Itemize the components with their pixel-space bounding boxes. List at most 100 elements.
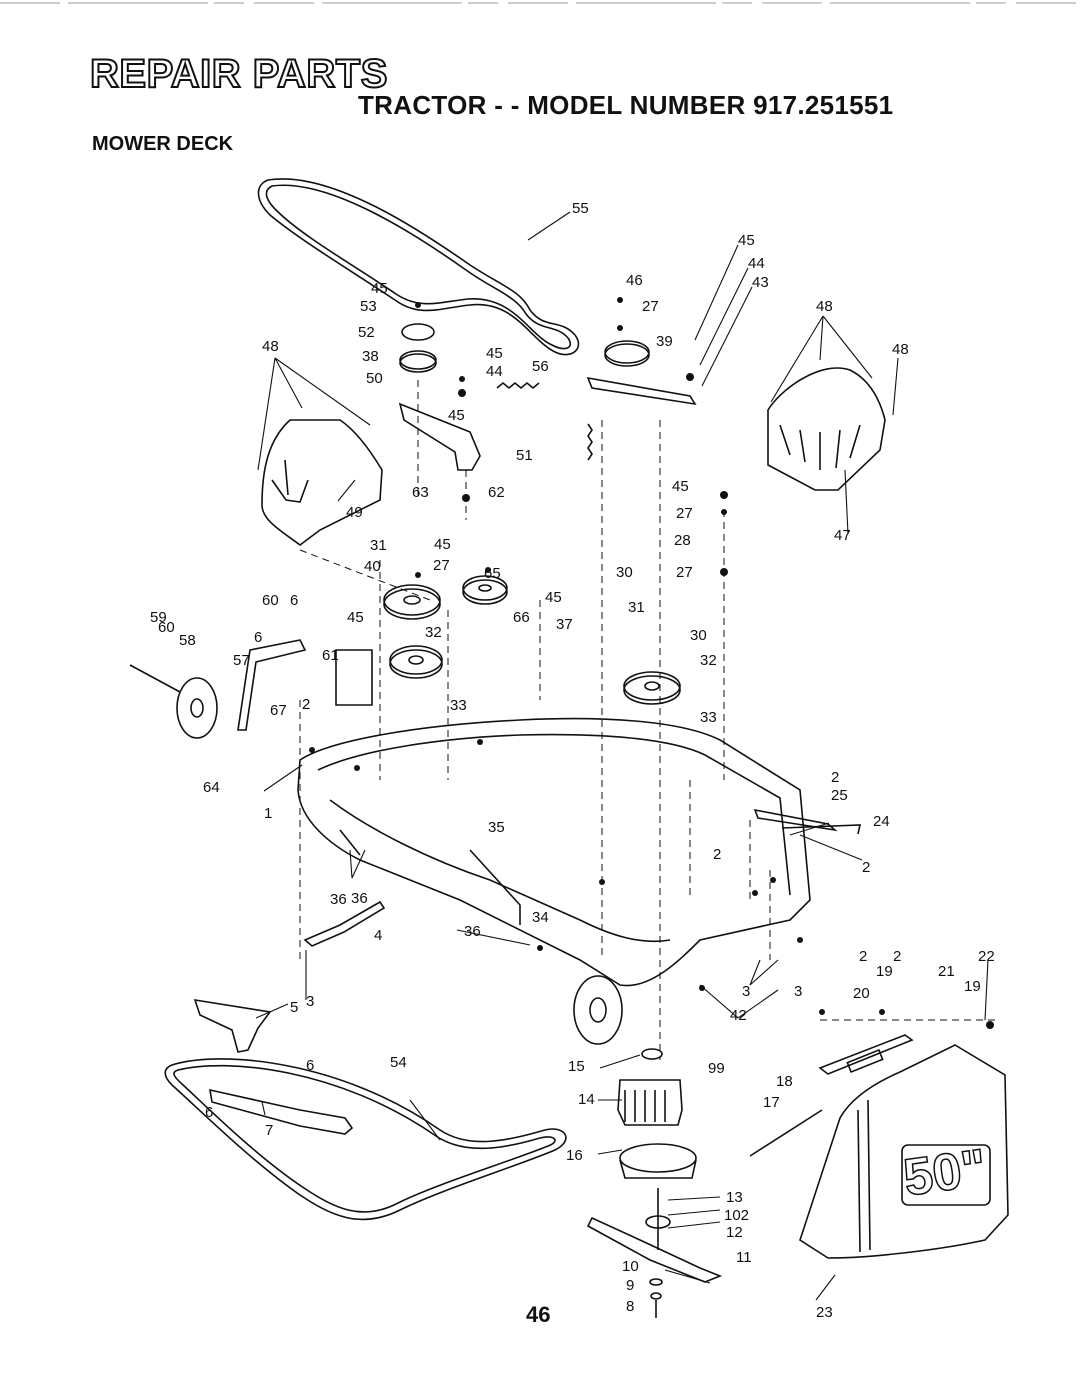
belt-guard-49 xyxy=(261,419,383,546)
callout-8: 8 xyxy=(626,1298,634,1315)
callout-43: 43 xyxy=(752,274,769,291)
callout-15: 15 xyxy=(568,1058,585,1075)
callout-40: 40 xyxy=(364,558,381,575)
callout-17: 17 xyxy=(763,1094,780,1111)
blade-11 xyxy=(586,1216,723,1283)
callout-99: 99 xyxy=(708,1060,725,1077)
top-rule xyxy=(0,2,1080,4)
callout-36: 36 xyxy=(464,923,481,940)
callout-44: 44 xyxy=(486,363,503,380)
callout-27: 27 xyxy=(676,505,693,522)
callout-32: 32 xyxy=(700,652,717,669)
gauge-wheel-58 xyxy=(176,677,218,739)
callout-3: 3 xyxy=(794,983,802,1000)
callout-2: 2 xyxy=(862,859,870,876)
callout-51: 51 xyxy=(516,447,533,464)
callout-36: 36 xyxy=(330,891,347,908)
callout-45: 45 xyxy=(434,536,451,553)
callout-27: 27 xyxy=(676,564,693,581)
callout-64: 64 xyxy=(203,779,220,796)
callout-45: 45 xyxy=(486,345,503,362)
callout-59: 59 xyxy=(150,609,167,626)
callout-7: 7 xyxy=(265,1122,273,1139)
callout-2: 2 xyxy=(713,846,721,863)
callout-63: 63 xyxy=(412,484,429,501)
callout-49: 49 xyxy=(346,504,363,521)
callout-60: 60 xyxy=(262,592,279,609)
callout-2: 2 xyxy=(831,769,839,786)
callout-62: 62 xyxy=(488,484,505,501)
callout-27: 27 xyxy=(433,557,450,574)
callout-28: 28 xyxy=(674,532,691,549)
callout-65: 65 xyxy=(484,565,501,582)
callout-45: 45 xyxy=(371,280,388,297)
callout-19: 19 xyxy=(876,963,893,980)
callout-2: 2 xyxy=(859,948,867,965)
callout-45: 45 xyxy=(545,589,562,606)
callout-33: 33 xyxy=(450,697,467,714)
callout-48: 48 xyxy=(892,341,909,358)
callout-48: 48 xyxy=(816,298,833,315)
callout-3: 3 xyxy=(742,983,750,1000)
callout-35: 35 xyxy=(488,819,505,836)
callout-56: 56 xyxy=(532,358,549,375)
callout-102: 102 xyxy=(724,1207,749,1224)
callout-3: 3 xyxy=(306,993,314,1010)
callout-45: 45 xyxy=(448,407,465,424)
callout-25: 25 xyxy=(831,787,848,804)
callout-22: 22 xyxy=(978,948,995,965)
callout-39: 39 xyxy=(656,333,673,350)
callout-60: 60 xyxy=(158,619,175,636)
callout-21: 21 xyxy=(938,963,955,980)
callout-53: 53 xyxy=(360,298,377,315)
callout-9: 9 xyxy=(626,1277,634,1294)
callout-33: 33 xyxy=(700,709,717,726)
callout-1: 1 xyxy=(264,805,272,822)
callout-66: 66 xyxy=(513,609,530,626)
callout-37: 37 xyxy=(556,616,573,633)
callout-38: 38 xyxy=(362,348,379,365)
deck-badge-frame xyxy=(901,1144,991,1206)
callout-45: 45 xyxy=(347,609,364,626)
callout-31: 31 xyxy=(370,537,387,554)
callout-12: 12 xyxy=(726,1224,743,1241)
callout-2: 2 xyxy=(893,948,901,965)
callout-6: 6 xyxy=(306,1057,314,1074)
callout-2: 2 xyxy=(302,696,310,713)
section-title: MOWER DECK xyxy=(92,133,234,155)
callout-32: 32 xyxy=(425,624,442,641)
mandrel-14 xyxy=(617,1079,683,1126)
page-title: REPAIR PARTS xyxy=(89,51,388,97)
callout-5: 5 xyxy=(290,999,298,1016)
callout-18: 18 xyxy=(776,1073,793,1090)
callout-52: 52 xyxy=(358,324,375,341)
belt-55 xyxy=(257,178,580,356)
callout-48: 48 xyxy=(262,338,279,355)
model-subtitle: TRACTOR - - MODEL NUMBER 917.251551 xyxy=(358,90,894,120)
callout-24: 24 xyxy=(873,813,890,830)
callout-34: 34 xyxy=(532,909,549,926)
callout-55: 55 xyxy=(572,200,589,217)
callout-6: 6 xyxy=(254,629,262,646)
belt-guard-47 xyxy=(767,367,886,491)
callout-6: 6 xyxy=(205,1104,213,1121)
callout-31: 31 xyxy=(628,599,645,616)
callout-14: 14 xyxy=(578,1091,595,1108)
callout-47: 47 xyxy=(834,527,851,544)
callout-23: 23 xyxy=(816,1304,833,1321)
callout-30: 30 xyxy=(690,627,707,644)
callout-42: 42 xyxy=(730,1007,747,1024)
callout-44: 44 xyxy=(748,255,765,272)
callout-46: 46 xyxy=(626,272,643,289)
callout-61: 61 xyxy=(322,647,339,664)
deck-badge-text: 50" xyxy=(900,1139,990,1208)
callout-16: 16 xyxy=(566,1147,583,1164)
page-number: 46 xyxy=(526,1302,551,1327)
callout-6: 6 xyxy=(290,592,298,609)
callout-54: 54 xyxy=(390,1054,407,1071)
deck-housing-1 xyxy=(297,717,811,987)
callout-30: 30 xyxy=(616,564,633,581)
callout-57: 57 xyxy=(233,652,250,669)
deflector-23 xyxy=(799,1044,1009,1259)
